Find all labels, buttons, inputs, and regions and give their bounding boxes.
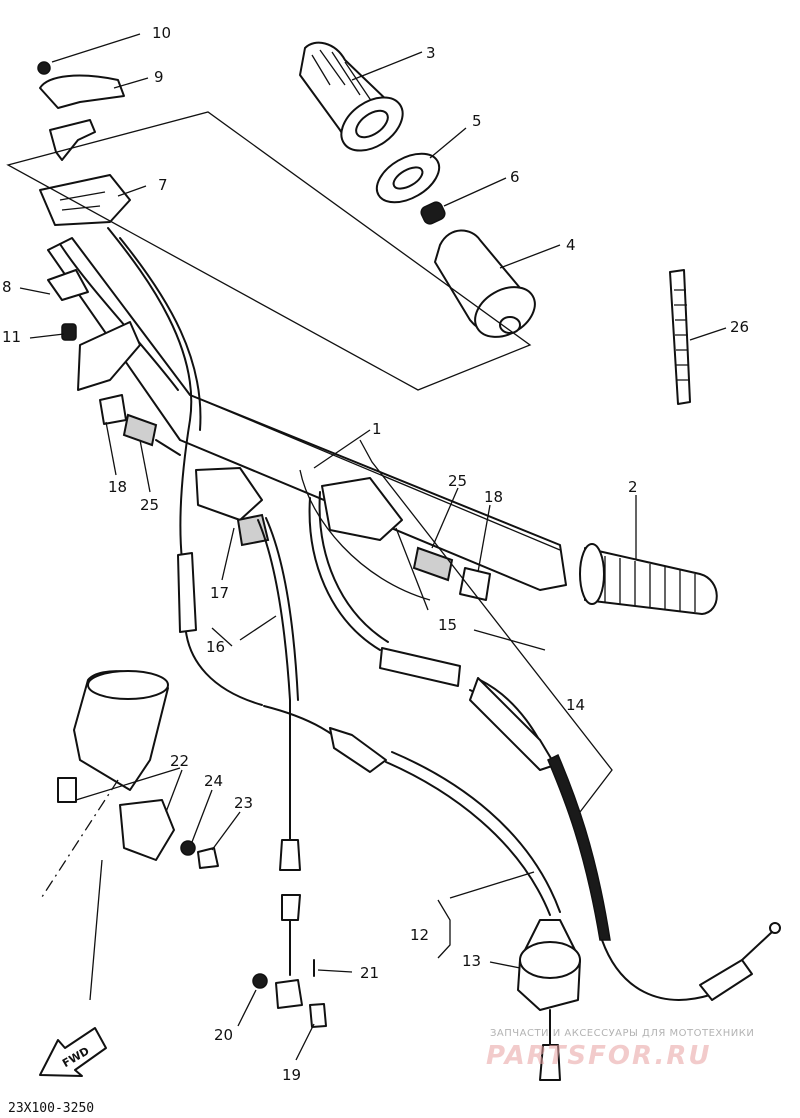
callout-3: 3: [426, 44, 436, 62]
right-grip: [579, 543, 718, 615]
callout-18-left: 18: [108, 478, 127, 496]
callout-12: 12: [410, 926, 429, 944]
callout-18-right: 18: [484, 488, 503, 506]
callout-6: 6: [510, 168, 520, 186]
watermark-brand: PARTSFOR.RU: [486, 1041, 711, 1071]
collar: [375, 152, 441, 204]
callout-22: 22: [170, 752, 189, 770]
throttle-housing: [37, 61, 131, 226]
callout-7: 7: [158, 176, 168, 194]
handlebar: [47, 237, 567, 601]
callout-15: 15: [438, 616, 457, 634]
watermark: ЗАПЧАСТИ И АКСЕССУАРЫ ДЛЯ МОТОТЕХНИКИ PA…: [486, 1028, 754, 1071]
lever-holder: [47, 269, 141, 391]
lever-boots: [195, 467, 403, 547]
callout-4: 4: [566, 236, 576, 254]
fwd-arrow: FWD: [39, 1027, 107, 1077]
left-adjuster: [99, 394, 181, 456]
watermark-caption: ЗАПЧАСТИ И АКСЕССУАРЫ ДЛЯ МОТОТЕХНИКИ: [490, 1028, 754, 1039]
callout-26: 26: [730, 318, 749, 336]
callout-24: 24: [204, 772, 223, 790]
callout-5: 5: [472, 112, 482, 130]
cable-junction: [517, 919, 581, 1081]
callout-13: 13: [462, 952, 481, 970]
callout-19: 19: [282, 1066, 301, 1084]
callout-23: 23: [234, 794, 253, 812]
callout-1: 1: [372, 420, 382, 438]
assembly-outlines: [6, 111, 613, 959]
small-collar: [420, 201, 446, 225]
cable-tie: [669, 269, 691, 405]
carb-top: [39, 670, 219, 1001]
callout-14: 14: [566, 696, 585, 714]
lower-fittings: [252, 959, 327, 1028]
callout-25-left: 25: [140, 496, 159, 514]
callout-10: 10: [152, 24, 171, 42]
callout-11: 11: [2, 328, 21, 346]
cables: [107, 227, 781, 1001]
callout-8: 8: [2, 278, 12, 296]
leader-lines: [19, 33, 727, 1061]
left-grip: [299, 41, 404, 152]
callouts: 10 9 3 5 6 7 4 8 26 11 1 18 25 25 18 2 1…: [2, 24, 749, 1084]
document-code: 23X100-3250: [8, 1101, 94, 1116]
callout-17: 17: [210, 584, 229, 602]
throttle-grip: [434, 229, 536, 338]
callout-25-right: 25: [448, 472, 467, 490]
callout-21: 21: [360, 964, 379, 982]
right-adjuster: [412, 546, 491, 601]
callout-16: 16: [206, 638, 225, 656]
callout-9: 9: [154, 68, 164, 86]
callout-2: 2: [628, 478, 638, 496]
callout-20: 20: [214, 1026, 233, 1044]
